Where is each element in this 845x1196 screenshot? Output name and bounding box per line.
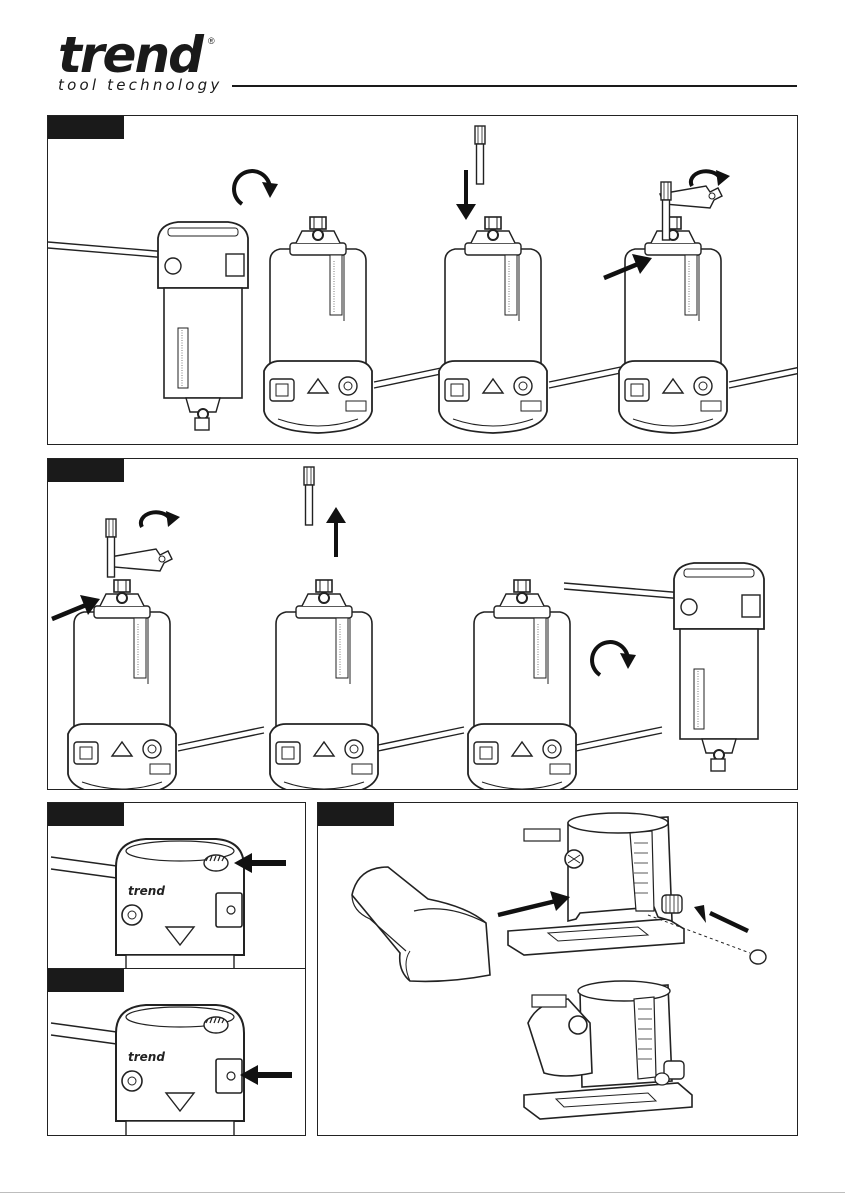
power-cord-1	[178, 727, 264, 751]
cutter-bit-icon	[475, 126, 485, 184]
spanner-icon	[110, 549, 172, 571]
up-arrow-icon	[326, 507, 346, 557]
trimmer-upright-1	[68, 580, 176, 789]
power-cord-3	[729, 364, 797, 388]
trend-logo: trend ® tool technology	[58, 30, 222, 94]
figure-4-panel: trend	[47, 968, 306, 1136]
figure-1-illustration	[48, 116, 797, 444]
trimmer-upright-2	[439, 217, 547, 433]
rotate-arrow-icon	[234, 171, 278, 204]
header-rule	[232, 85, 797, 87]
trimmer-inverted	[48, 222, 248, 430]
figure-2-panel	[47, 458, 798, 790]
rotate-arrow-icon	[141, 511, 180, 527]
cutter-bit-icon	[661, 182, 671, 240]
down-arrow-icon	[456, 170, 476, 220]
trimmer-upright-1	[264, 217, 372, 433]
tool-brand-mark: trend	[128, 884, 165, 898]
dust-hood-icon	[352, 867, 490, 981]
figure-3-panel: trend	[47, 802, 306, 970]
figure-4-illustration: trend	[48, 969, 305, 1135]
cutter-bit-icon	[106, 519, 116, 577]
figure-5-panel	[317, 802, 798, 1136]
trimmer-upright-2	[270, 580, 378, 789]
rotate-arrow-icon	[691, 170, 730, 186]
trimmer-base-assembled	[524, 981, 692, 1119]
rotate-arrow-icon	[592, 642, 636, 675]
footer-rule	[0, 1192, 845, 1193]
trimmer-base-icon	[508, 813, 766, 964]
figure-2-illustration	[48, 459, 797, 789]
depth-adjust-wheel	[204, 855, 228, 871]
pointer-arrow-icon	[498, 891, 570, 915]
trimmer-upright-3	[619, 217, 727, 433]
trimmer-upright-3	[468, 580, 576, 789]
power-cord-3	[576, 727, 662, 751]
figure-1-panel	[47, 115, 798, 445]
pointer-arrow-icon	[694, 905, 748, 931]
registered-mark: ®	[208, 36, 215, 46]
depth-adjust-wheel	[204, 1017, 228, 1033]
tool-brand-mark: trend	[128, 1050, 165, 1064]
power-cord-2	[378, 727, 464, 751]
cutter-bit-icon	[304, 467, 314, 525]
logo-tagline: tool technology	[58, 76, 222, 94]
pointer-arrow-icon	[240, 1065, 292, 1085]
logo-wordmark: trend	[58, 30, 222, 80]
figure-3-illustration: trend	[48, 803, 305, 969]
figure-5-illustration	[318, 803, 797, 1135]
